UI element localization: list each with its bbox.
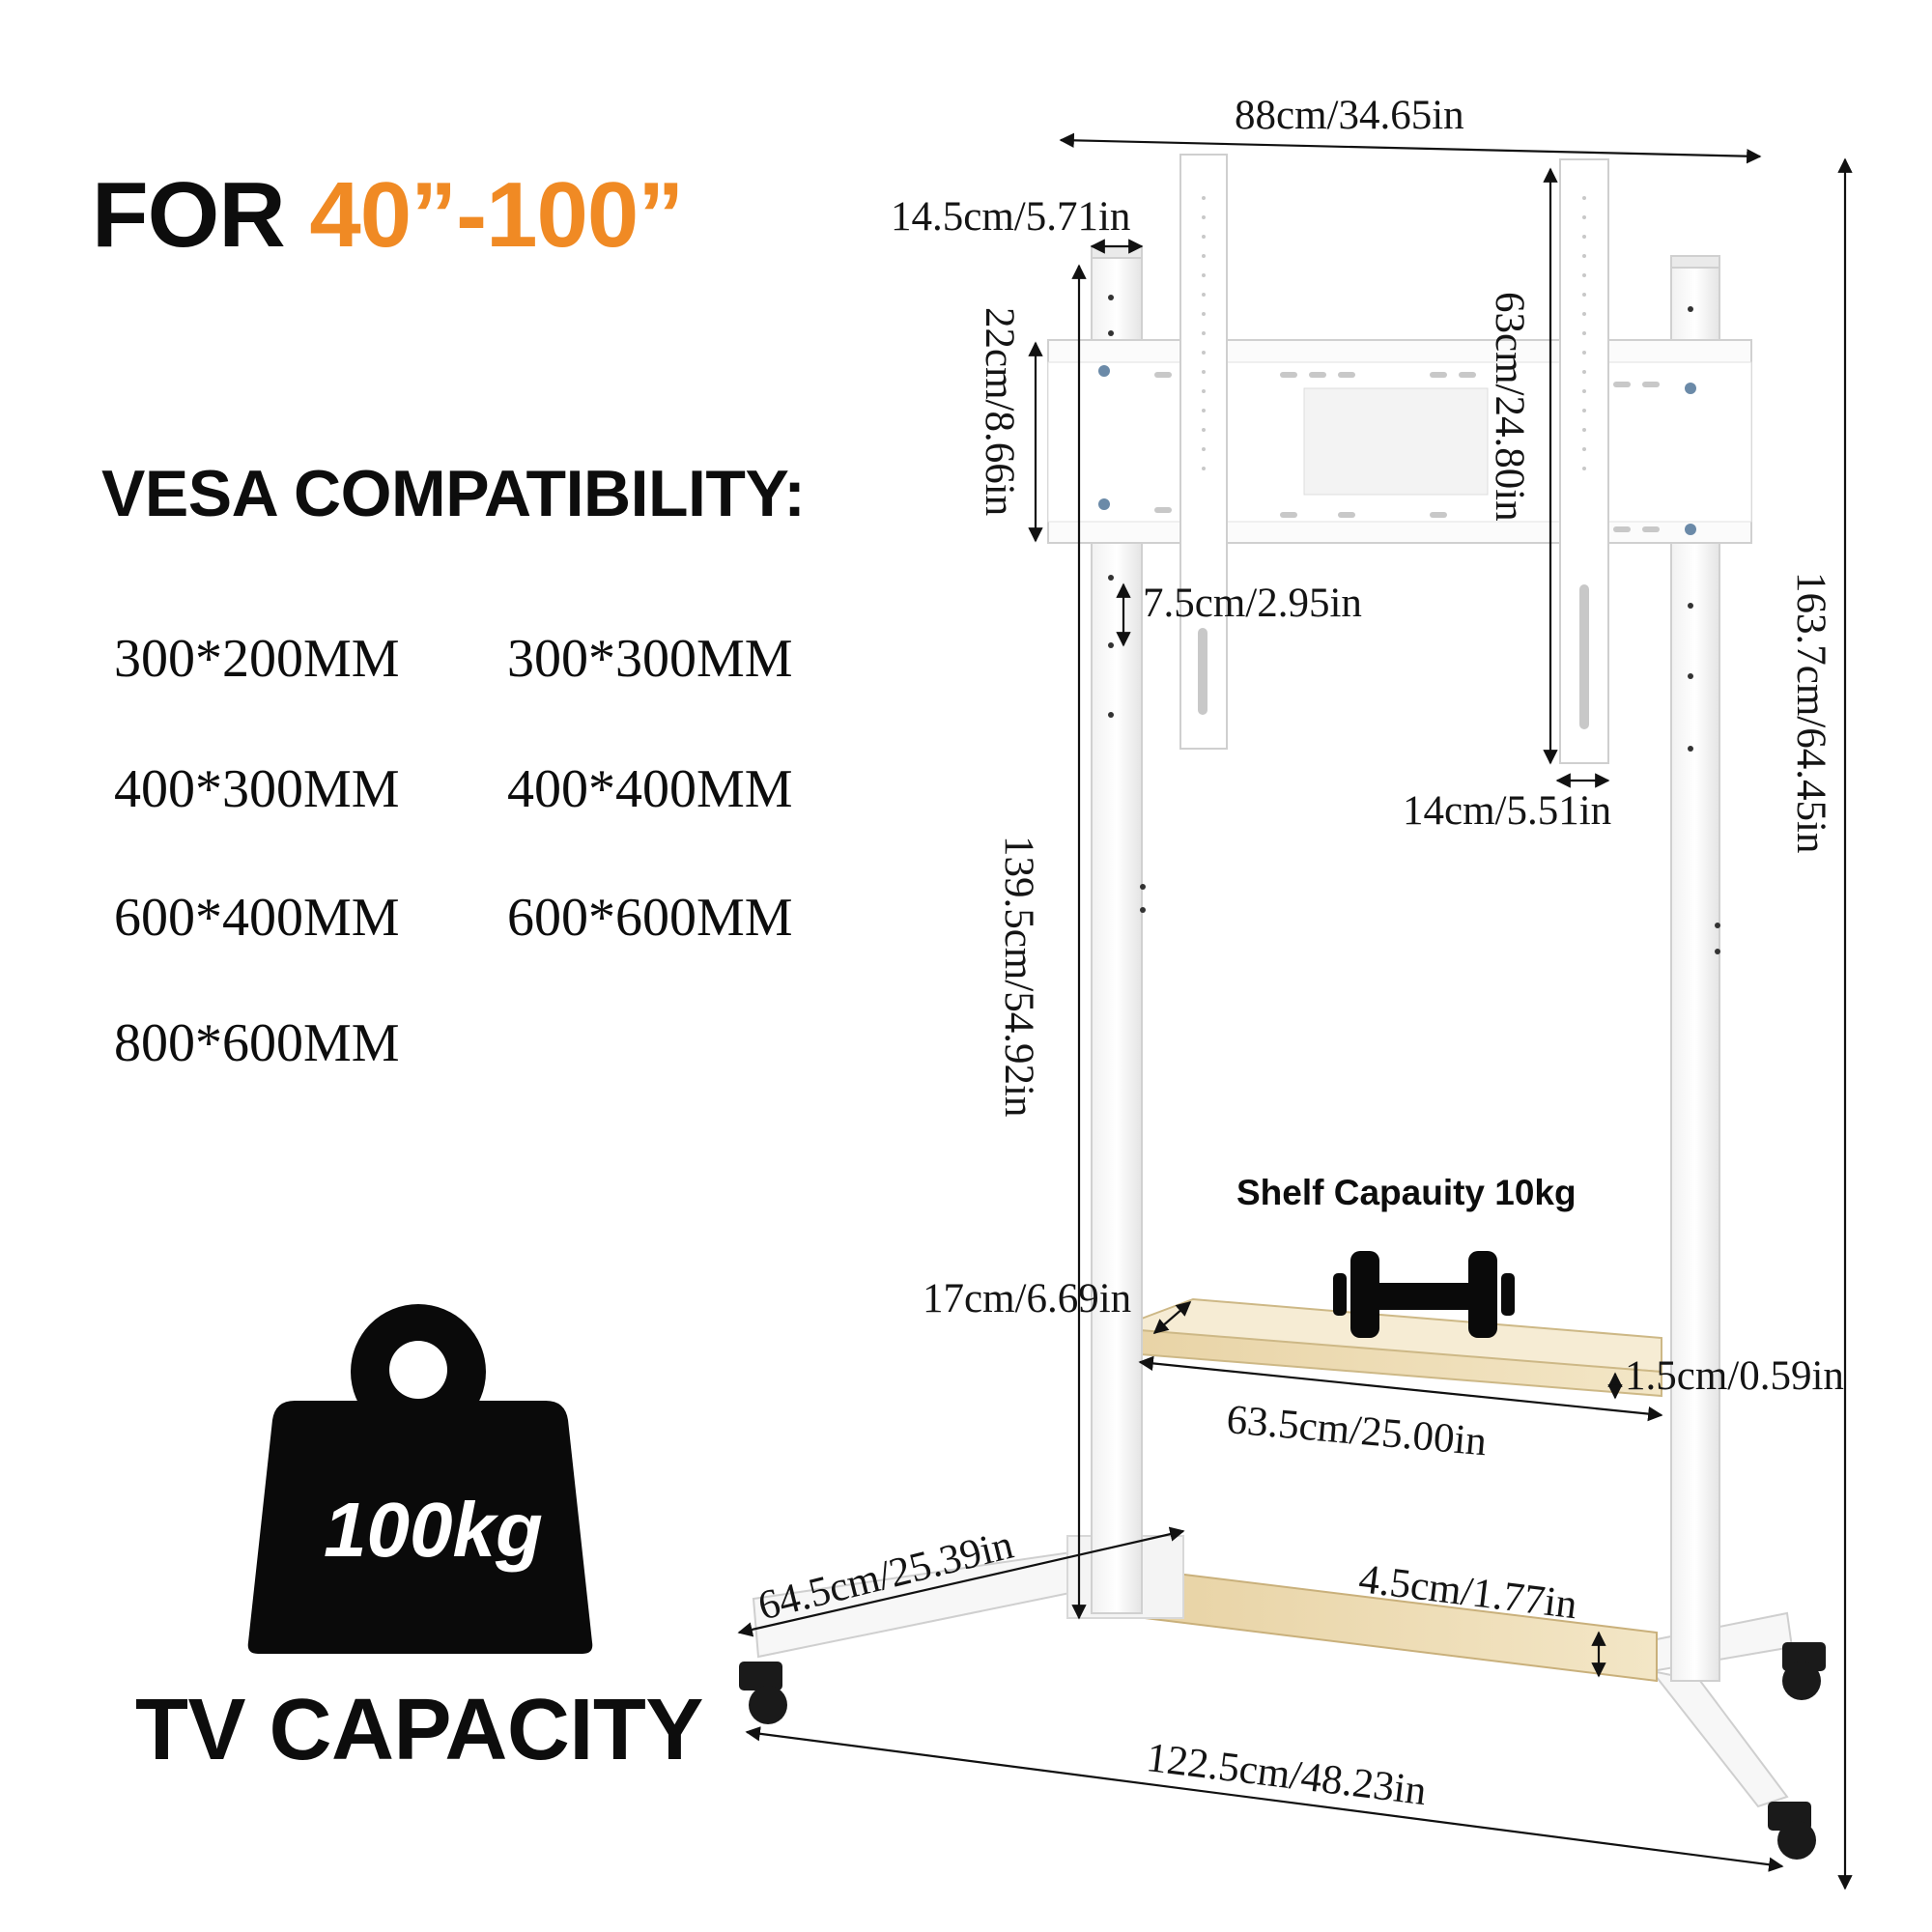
vesa-size-item: 600*600MM: [507, 888, 793, 948]
title-size-range: 40”-100”: [309, 163, 684, 267]
vesa-heading: VESA COMPATIBILITY:: [101, 457, 806, 530]
shelf-capacity-label: Shelf Capauity 10kg: [1236, 1173, 1577, 1212]
dimension-label-hole-spacing: 7.5cm/2.95in: [1143, 581, 1362, 626]
dimension-label-overall-height: 163.7cm/64.45in: [1788, 572, 1833, 854]
dimension-label-post-width: 14.5cm/5.71in: [891, 194, 1131, 240]
weight-icon: [247, 1304, 593, 1654]
dimension-label-shelf-depth: 17cm/6.69in: [923, 1276, 1132, 1321]
vesa-size-item: 300*300MM: [507, 629, 793, 689]
vesa-size-item: 800*600MM: [114, 1013, 400, 1073]
dimension-label-arm-width: 14cm/5.51in: [1403, 788, 1612, 834]
mount-arms: [1179, 154, 1609, 764]
dimension-label-shelf-thickness: 1.5cm/0.59in: [1625, 1353, 1844, 1399]
weight-label: 100kg: [324, 1487, 543, 1573]
dimension-label-mount-arm-height: 63cm/24.80in: [1487, 292, 1532, 522]
page-title: FOR 40”-100”: [92, 162, 684, 269]
dimension-label-post-height: 139.5cm/54.92in: [996, 836, 1041, 1118]
vesa-size-item: 600*400MM: [114, 888, 400, 948]
title-prefix: FOR: [92, 163, 286, 267]
tv-capacity-label: TV CAPACITY: [135, 1682, 703, 1778]
dimension-label-bracket-height: 22cm/8.66in: [977, 307, 1022, 517]
vesa-size-item: 300*200MM: [114, 629, 400, 689]
dimension-lines: [737, 132, 1853, 1890]
vesa-size-item: 400*300MM: [114, 759, 400, 819]
caster-wheels: [739, 1642, 1826, 1860]
vesa-size-item: 400*400MM: [507, 759, 793, 819]
dimension-label-overall-width: 88cm/34.65in: [1235, 93, 1464, 138]
dumbbell-icon: [1333, 1251, 1515, 1338]
